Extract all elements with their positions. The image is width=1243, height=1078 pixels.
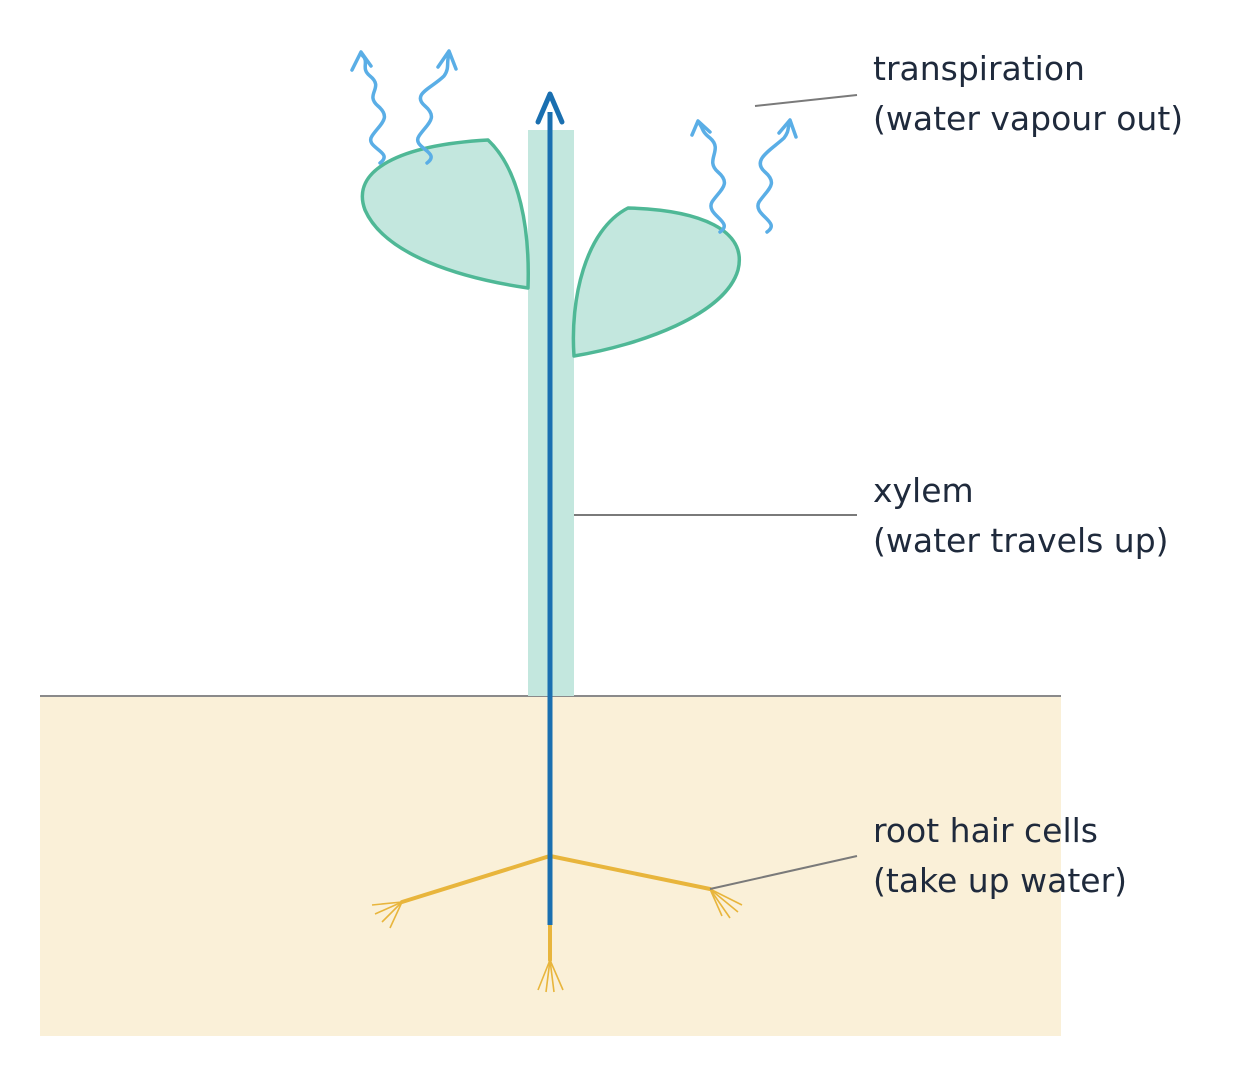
vapour-arrow-2 [415, 53, 451, 165]
root-hair-label-line1: root hair cells [873, 811, 1098, 850]
xylem-label-line2: (water travels up) [873, 521, 1169, 560]
transpiration-label-line1: transpiration [873, 49, 1085, 88]
water-vapour-arrows [350, 49, 798, 234]
left-leaf [360, 138, 530, 290]
transpiration-label-line2: (water vapour out) [873, 99, 1183, 138]
root-hair-leader [709, 855, 858, 890]
water-flow-arrowhead [535, 91, 565, 125]
root-hair-label-line2: (take up water) [873, 861, 1127, 900]
vapour-arrow-4 [756, 120, 792, 234]
vapour-arrow-1 [360, 53, 387, 165]
xylem-label-line1: xylem [873, 471, 974, 510]
root-hairs [371, 888, 743, 993]
right-leaf [571, 206, 742, 358]
vapour-arrow-3 [696, 120, 727, 234]
transpiration-leader [754, 94, 858, 107]
